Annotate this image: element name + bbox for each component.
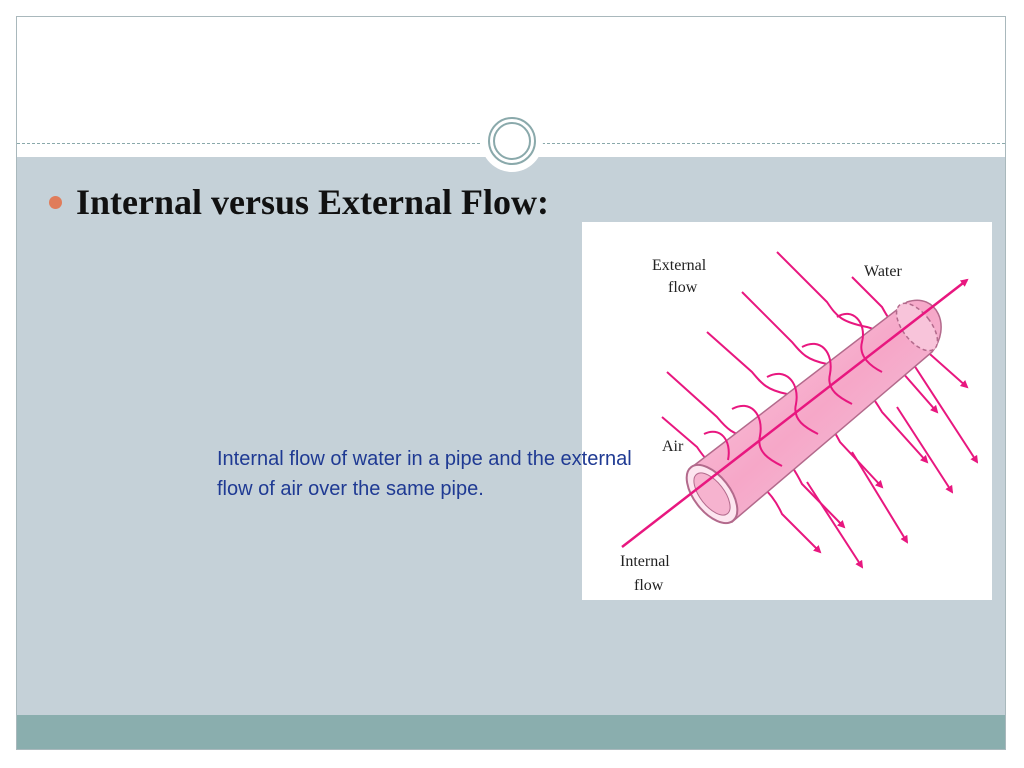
pipe-far-end	[895, 302, 939, 352]
external-flow-arrow	[806, 481, 864, 569]
pipe-body	[690, 299, 942, 524]
external-flow-label-line2: flow	[668, 279, 698, 296]
figure-caption: Internal flow of water in a pipe and the…	[217, 448, 632, 500]
bullet-item: Internal versus External Flow:	[49, 180, 549, 224]
internal-flow-arrow	[621, 278, 969, 548]
pipe-flow-figure: External flow Water Air Internal flow	[582, 222, 992, 600]
slide-frame: Internal versus External Flow:	[16, 16, 1006, 750]
wrap-line	[766, 372, 819, 435]
internal-flow-label-line2: flow	[634, 577, 664, 594]
ornament-ring	[488, 117, 536, 165]
external-flow-arrow	[851, 451, 909, 544]
divider-circle-ornament	[481, 110, 543, 172]
external-flow-arrow	[911, 361, 979, 464]
slide-footer-band	[17, 715, 1005, 749]
external-flow-label: External	[652, 257, 707, 274]
pipe-flow-diagram: External flow Water Air Internal flow	[620, 251, 979, 594]
internal-flow-label: Internal	[620, 553, 670, 570]
wrap-line	[731, 404, 783, 467]
wrap-line	[836, 312, 883, 373]
bullet-icon	[49, 195, 62, 209]
water-label: Water	[864, 263, 902, 280]
pipe	[685, 299, 942, 524]
wrap-line	[703, 430, 730, 461]
slide-title: Internal versus External Flow:	[76, 182, 549, 222]
wrap-line	[801, 342, 853, 405]
air-label: Air	[662, 438, 684, 455]
external-flow-arrow	[896, 406, 954, 494]
wrapping-flow-lines	[703, 312, 883, 467]
